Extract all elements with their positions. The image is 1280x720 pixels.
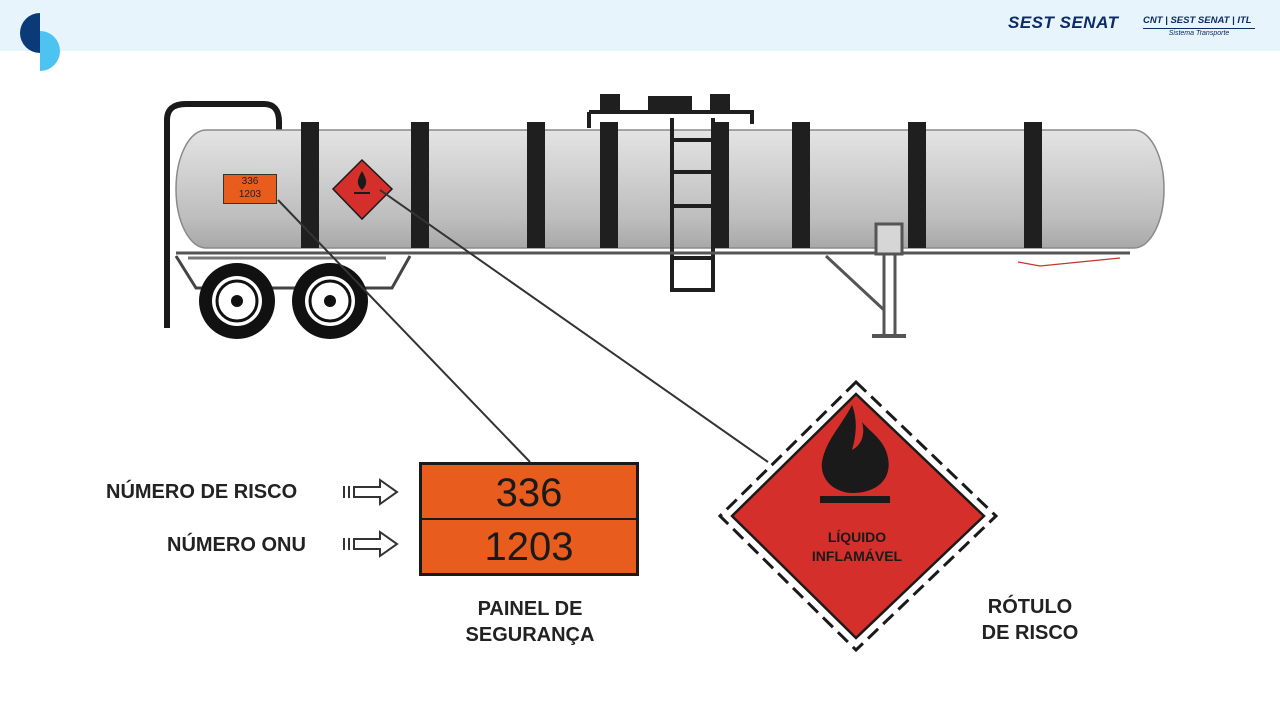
chassis — [174, 251, 1130, 290]
tank-band — [1024, 122, 1042, 248]
hazard-number-label: NÚMERO DE RISCO — [106, 481, 298, 503]
landing-gear — [824, 222, 906, 338]
tank-safety-panel: 336 1203 — [223, 174, 277, 204]
tank-band — [527, 122, 545, 248]
tank-band — [792, 122, 810, 248]
safety-panel-caption-line1: PAINEL DE — [477, 598, 583, 620]
brand-logo-icon — [20, 13, 60, 71]
side-ladder — [670, 118, 715, 292]
risk-label-caption-line1: RÓTULO — [987, 596, 1073, 618]
leader-line-diamond — [379, 189, 769, 463]
tank-hazard-diamond — [331, 158, 394, 221]
red-wire — [1017, 257, 1121, 267]
risk-label-caption: RÓTULO DE RISCO — [960, 594, 1100, 646]
leader-line-panel — [277, 199, 531, 463]
tank-panel-un-number: 1203 — [238, 189, 262, 200]
risk-label-diamond — [717, 379, 999, 653]
risk-label-text: LÍQUIDO INFLAMÁVEL — [772, 528, 942, 566]
top-hatch — [587, 94, 754, 128]
brand-cnt-itl: CNT | SEST SENAT | ITL Sistema Transport… — [1143, 15, 1258, 37]
top-header-bar — [0, 0, 1280, 51]
safety-panel: 336 1203 — [419, 462, 639, 576]
tank-band — [711, 122, 729, 248]
safety-panel-caption-line2: SEGURANÇA — [465, 624, 595, 646]
arrow-right-icon — [343, 478, 399, 506]
risk-label-text-line2: INFLAMÁVEL — [811, 548, 903, 564]
wheel-rear — [292, 263, 368, 339]
risk-label-text-line1: LÍQUIDO — [827, 529, 887, 545]
brand-sub-tagline: Sistema Transporte — [1168, 30, 1230, 37]
safety-panel-caption: PAINEL DE SEGURANÇA — [440, 596, 620, 648]
risk-label-caption-line2: DE RISCO — [981, 622, 1079, 644]
wheel-front — [199, 263, 275, 339]
rear-hose — [164, 101, 282, 328]
tank-band — [411, 122, 429, 248]
safety-panel-hazard-number: 336 — [495, 471, 563, 515]
tank-band — [908, 122, 926, 248]
brand-sub-rule — [1143, 28, 1255, 29]
tank-band — [301, 122, 319, 248]
tank-band — [600, 122, 618, 248]
tank-bands — [301, 122, 1042, 248]
safety-panel-divider — [422, 518, 636, 520]
safety-panel-un-number: 1203 — [484, 525, 574, 569]
un-number-label: NÚMERO ONU — [167, 534, 306, 556]
flame-icon — [820, 405, 890, 503]
arrow-right-icon — [343, 530, 399, 558]
brand-sest-senat: SEST SENAT — [1008, 13, 1119, 32]
brand-sub-title: CNT | SEST SENAT | ITL — [1143, 15, 1252, 26]
tank-panel-hazard-number: 336 — [241, 176, 259, 187]
